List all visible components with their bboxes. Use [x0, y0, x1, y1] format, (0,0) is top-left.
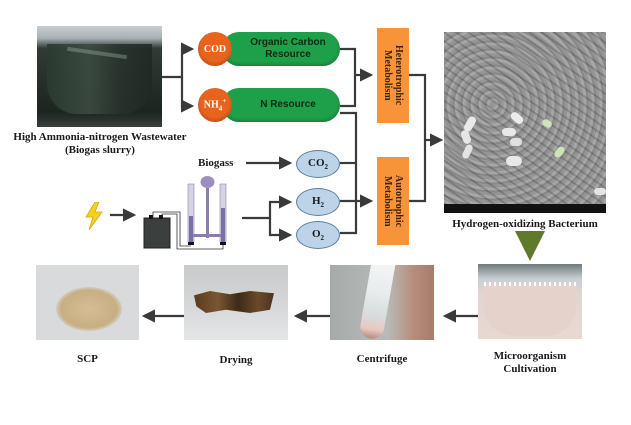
o2-subscript: 2 — [320, 234, 325, 243]
biogas-label: Biogass — [198, 157, 234, 169]
h2-base: H — [311, 194, 321, 207]
heterotrophic-metabolism-box: Heterotrophic Metabolism — [377, 28, 409, 123]
hetero-out-line — [409, 73, 427, 203]
wastewater-photo — [37, 26, 162, 127]
step-cultivation-caption: Microorganism Cultivation — [470, 350, 590, 376]
co2-base: CO — [308, 156, 325, 169]
step-scp-caption: SCP — [77, 353, 98, 365]
autotrophic-line1: Autotrophic — [393, 174, 404, 228]
autotrophic-metabolism-label: Autotrophic Metabolism — [382, 175, 404, 227]
autotrophic-line2: Metabolism — [382, 175, 393, 227]
organic-carbon-line2: Resource — [265, 49, 311, 60]
sem-info-bar — [444, 204, 606, 213]
heterotrophic-line1: Heterotrophic — [393, 45, 404, 106]
wastewater-branch-line — [162, 42, 195, 79]
co2-label: CO2 — [308, 157, 328, 171]
wastewater-to-nh4-line — [180, 77, 195, 113]
heterotrophic-line2: Metabolism — [382, 50, 393, 101]
h2-label: H2 — [312, 195, 324, 209]
cod-circle: COD — [198, 32, 232, 66]
nh4-subscript: 4 — [218, 104, 223, 113]
nh4-circle: NH4+ — [198, 88, 232, 122]
nh4-superscript: + — [222, 97, 227, 106]
drying-photo — [184, 265, 288, 340]
step-centrifuge-caption: Centrifuge — [356, 353, 408, 365]
lightning-bolt-icon — [85, 202, 103, 230]
o2-oval: O2 — [296, 221, 340, 249]
organic-carbon-resource-pill: Organic Carbon Resource — [222, 32, 340, 66]
electrolysis-apparatus-icon — [143, 176, 227, 250]
wastewater-caption-line2: (Biogas slurry) — [65, 144, 135, 156]
bacterium-caption: Hydrogen-oxidizing Bacterium — [452, 218, 598, 230]
cultivation-photo — [478, 264, 582, 339]
nh4-base: NH — [203, 99, 219, 111]
cultivation-caption-line2: Cultivation — [503, 363, 557, 375]
o2-label: O2 — [312, 228, 324, 242]
electrolyzer-branch-line — [242, 195, 293, 220]
wastewater-caption-line1: High Ammonia-nitrogen Wastewater — [13, 131, 187, 143]
organic-carbon-line1: Organic Carbon — [250, 37, 326, 48]
nh4-label: NH4+ — [204, 97, 227, 112]
co2-oval: CO2 — [296, 150, 340, 178]
cultivation-caption-line1: Microorganism — [493, 350, 567, 362]
h2-subscript: 2 — [320, 201, 325, 210]
electrolyzer-to-o2-line — [268, 218, 293, 242]
co2-subscript: 2 — [324, 163, 329, 172]
autotrophic-metabolism-box: Autotrophic Metabolism — [377, 157, 409, 245]
heterotrophic-metabolism-label: Heterotrophic Metabolism — [382, 45, 404, 105]
step-drying-caption: Drying — [219, 354, 253, 366]
h2-oval: H2 — [296, 188, 340, 216]
n-resource-label: N Resource — [260, 99, 316, 110]
scp-photo — [36, 265, 139, 340]
n-resource-pill: N Resource — [222, 88, 340, 122]
centrifuge-photo — [330, 265, 434, 340]
sem-bacterium-image — [444, 32, 606, 213]
wastewater-caption: High Ammonia-nitrogen Wastewater (Biogas… — [0, 131, 200, 157]
n-to-auto-line — [340, 111, 358, 235]
cod-label: COD — [203, 43, 227, 55]
o2-base: O — [311, 227, 321, 240]
carbon-to-hetero-line — [340, 47, 357, 108]
